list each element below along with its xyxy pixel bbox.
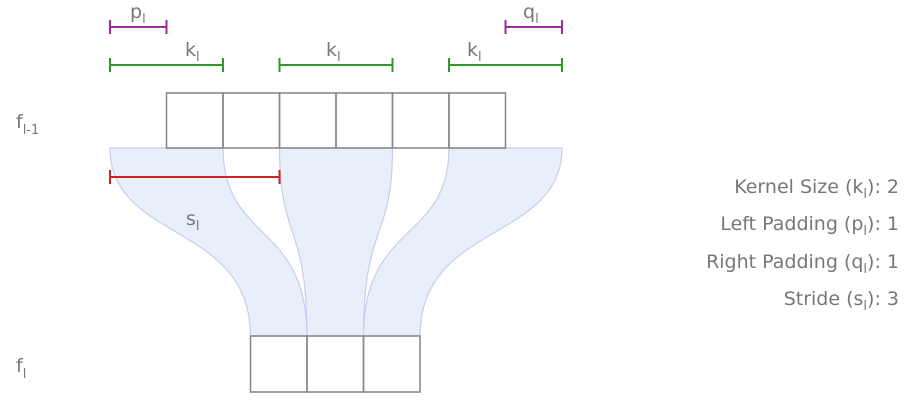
input-cell: [165, 92, 224, 149]
left-padding-bracket: [109, 20, 168, 34]
input-feature-row: [165, 92, 507, 149]
legend-left-padding: Left Padding (pl): 1: [720, 213, 899, 239]
input-cell: [278, 92, 337, 149]
stride-bracket: [109, 170, 281, 184]
kernel-size-label-1: kl: [185, 39, 200, 65]
input-cell: [448, 92, 507, 149]
right-padding-bracket: [504, 20, 563, 34]
input-cell: [335, 92, 394, 149]
kernel-bracket-2: [278, 58, 394, 72]
dimension-brackets: [109, 20, 563, 184]
output-feature-row: [249, 335, 421, 393]
output-row-label: fl: [16, 355, 26, 382]
input-cell: [391, 92, 450, 149]
input-row-label: fl-1: [16, 111, 39, 138]
legend-stride: Stride (sl): 3: [784, 288, 899, 314]
output-cell: [249, 335, 308, 393]
kernel-size-label-2: kl: [326, 39, 341, 65]
kernel-bracket-1: [109, 58, 224, 72]
receptive-field-region: [362, 147, 563, 337]
left-padding-label: pl: [130, 1, 146, 27]
output-cell: [306, 335, 365, 393]
parameter-legend: Kernel Size (kl): 2 Left Padding (pl): 1…: [706, 176, 899, 314]
input-cell: [222, 92, 281, 149]
stride-label: sl: [186, 208, 200, 234]
output-cell: [362, 335, 421, 393]
legend-right-padding: Right Padding (ql): 1: [706, 251, 899, 277]
legend-kernel-size: Kernel Size (kl): 2: [734, 176, 899, 202]
kernel-size-label-3: kl: [467, 39, 482, 65]
receptive-field-regions: [109, 147, 563, 337]
kernel-bracket-3: [448, 58, 563, 72]
right-padding-label: ql: [523, 1, 539, 27]
